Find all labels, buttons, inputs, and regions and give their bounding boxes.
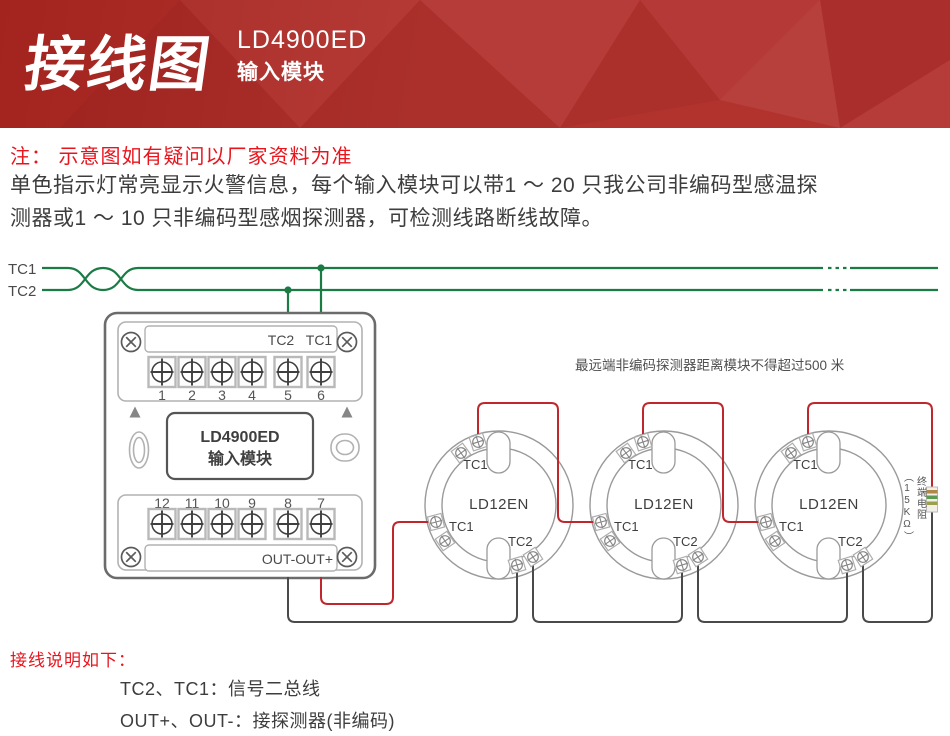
screw-icon xyxy=(426,512,446,532)
terminal-number: 6 xyxy=(317,387,325,403)
legend-item: TC2、TC1：信号二总线 xyxy=(120,679,321,699)
terminal-11 xyxy=(177,507,207,541)
terminal-12 xyxy=(147,507,177,541)
detector-slot xyxy=(651,431,676,474)
terminal-2 xyxy=(177,355,207,389)
detector-bottom-label: TC2 xyxy=(508,534,533,549)
terminal-number: 11 xyxy=(185,495,200,511)
screw-icon xyxy=(756,512,776,532)
module-nameplate xyxy=(165,411,315,481)
detector-model: LD12EN xyxy=(469,496,529,513)
terminal-9 xyxy=(237,507,267,541)
wire-out-negative xyxy=(287,512,933,623)
terminal-number: 7 xyxy=(317,495,325,511)
detector-model: LD12EN xyxy=(799,496,859,513)
terminal-5 xyxy=(273,355,303,389)
detector-2: TC1 TC1 TC2 LD12EN xyxy=(589,430,739,580)
detector-3: TC1 TC1 TC2 LD12EN xyxy=(754,430,904,580)
screw-icon xyxy=(591,512,611,532)
detector-left-label: TC1 xyxy=(779,519,804,534)
terminal-1 xyxy=(147,355,177,389)
input-module: TC2 TC1 1 2 3 4 5 6 LD4900ED 输入模块 xyxy=(103,311,377,580)
terminal-number: 12 xyxy=(154,495,170,511)
terminal-10 xyxy=(207,507,237,541)
terminal-number: 9 xyxy=(248,495,256,511)
bus-label-tc1: TC1 xyxy=(8,261,36,278)
terminal-resistor: 终端电阻 （15KΩ） xyxy=(902,472,938,542)
note-line-1: 单色指示灯常亮显示火警信息，每个输入模块可以带1 ～ 20 只我公司非编码型感温… xyxy=(10,174,819,197)
terminal-6 xyxy=(306,355,336,389)
detector-bottom-label: TC2 xyxy=(838,534,863,549)
bus-label-tc2: TC2 xyxy=(8,283,36,300)
mounting-slot-inner xyxy=(132,436,146,464)
terminal-number: 10 xyxy=(214,495,230,511)
signal-bus: TC1 TC2 xyxy=(8,261,938,320)
terminal-number: 4 xyxy=(248,387,256,403)
detector-left-label: TC1 xyxy=(449,519,474,534)
detector-slot xyxy=(486,431,511,474)
note-body: 单色指示灯常亮显示火警信息，每个输入模块可以带1 ～ 20 只我公司非编码型感温… xyxy=(10,169,818,235)
terminal-number: 8 xyxy=(284,495,292,511)
strip-label-tc1: TC1 xyxy=(306,332,333,348)
strip-label-tc2: TC2 xyxy=(268,332,295,348)
case-screw-icon xyxy=(120,331,142,353)
legend-item: OUT+、OUT-：接探测器(非编码) xyxy=(120,711,395,731)
note-line-2: 测器或1 ～ 10 只非编码型感烟探测器，可检测线路断线故障。 xyxy=(10,207,604,230)
detector-bottom-label: TC2 xyxy=(673,534,698,549)
wire-out-positive xyxy=(320,402,933,605)
terminal-number: 2 xyxy=(188,387,196,403)
detector-left-label: TC1 xyxy=(614,519,639,534)
terminal-4 xyxy=(237,355,267,389)
header-model: LD4900ED xyxy=(237,26,368,54)
resistor-name: 终端电阻 xyxy=(915,475,927,520)
wiring-diagram: TC1 TC2 最远端非编码探测器距离模块不得超过500 米 TC2 TC1 xyxy=(8,261,938,623)
mounting-slot-inner xyxy=(335,439,355,456)
detector-model: LD12EN xyxy=(634,496,694,513)
detector-slot xyxy=(816,537,841,580)
bus-wire-tc2 xyxy=(42,266,938,292)
detector-slot xyxy=(486,537,511,580)
alignment-triangle-icon xyxy=(341,406,353,418)
terminal-3 xyxy=(207,355,237,389)
module-top-strip xyxy=(144,325,338,353)
terminal-number: 1 xyxy=(158,387,166,403)
detector-slot xyxy=(651,537,676,580)
terminal-number: 3 xyxy=(218,387,226,403)
alignment-triangle-icon xyxy=(129,406,141,418)
case-screw-icon xyxy=(336,331,358,353)
detector-top-label: TC1 xyxy=(463,457,488,472)
strip-label-out: OUT-OUT+ xyxy=(262,551,333,567)
header-module-name: 输入模块 xyxy=(237,61,325,84)
header-banner: 接线图 LD4900ED 输入模块 xyxy=(0,0,950,128)
legend-title: 接线说明如下： xyxy=(10,651,136,670)
detector-top-label: TC1 xyxy=(793,457,818,472)
terminal-8 xyxy=(273,507,303,541)
case-screw-icon xyxy=(336,546,358,568)
bus-wire-tc1 xyxy=(42,266,938,292)
header-subtitle: LD4900ED 输入模块 xyxy=(237,26,368,84)
detector-top-label: TC1 xyxy=(628,457,653,472)
resistor-value: （15KΩ） xyxy=(902,472,914,542)
junction-dot-tc2 xyxy=(284,286,292,294)
terminal-7 xyxy=(306,507,336,541)
distance-note: 最远端非编码探测器距离模块不得超过500 米 xyxy=(575,357,845,373)
detector-slot xyxy=(816,431,841,474)
terminal-number: 5 xyxy=(284,387,292,403)
page-title: 接线图 xyxy=(20,31,217,98)
note-warning: 注： 示意图如有疑问以厂家资料为准 xyxy=(10,146,353,168)
case-screw-icon xyxy=(120,546,142,568)
module-model-text: LD4900ED xyxy=(200,429,279,446)
header-pattern xyxy=(180,0,950,128)
detector-1: TC1 TC1 TC2 LD12EN xyxy=(424,430,574,580)
module-name-text: 输入模块 xyxy=(208,449,273,468)
junction-dot-tc1 xyxy=(317,264,325,272)
